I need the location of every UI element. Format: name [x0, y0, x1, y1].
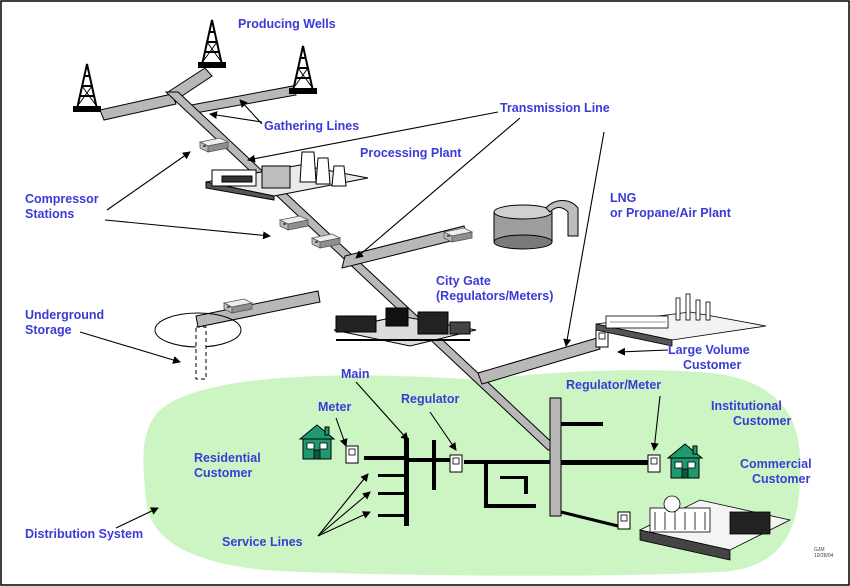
compressor-station-icon [279, 215, 309, 231]
lng-tank-icon [493, 200, 579, 250]
label-processing-plant: Processing Plant [360, 146, 462, 160]
label-residential-customer: Residential Customer [194, 451, 261, 480]
meter-box [345, 445, 359, 464]
processing-plant-icon [205, 151, 369, 201]
label-regulator: Regulator [401, 392, 460, 406]
commercial-building-icon [638, 495, 792, 561]
regulator-box [449, 454, 463, 473]
author-signature: GJM 10/28/04 [814, 547, 834, 559]
distribution-network [364, 397, 651, 529]
label-service-lines: Service Lines [222, 535, 303, 549]
commercial-meter-box [617, 511, 631, 530]
label-gathering-lines: Gathering Lines [264, 119, 360, 133]
distribution-area [143, 370, 801, 576]
label-main: Main [341, 367, 370, 381]
compressor-station-icon [199, 137, 229, 153]
label-city-gate: City Gate (Regulators/Meters) [436, 274, 554, 303]
label-meter: Meter [318, 400, 352, 414]
label-commercial-customer: Commercial Customer [740, 457, 812, 486]
underground-storage-graphic [154, 312, 242, 380]
label-transmission-line: Transmission Line [500, 101, 610, 115]
label-large-volume-customer: Large Volume Customer [668, 343, 750, 372]
label-distribution-system: Distribution System [25, 527, 144, 541]
callout-arrows [79, 99, 669, 537]
label-underground-storage: Underground Storage [25, 308, 105, 337]
city-gate-icon [333, 307, 477, 347]
large-volume-plant-icon [595, 293, 767, 347]
label-institutional-customer: Institutional Customer [711, 399, 792, 428]
well-derrick-icon-left [72, 63, 102, 113]
label-compressor-stations: Compressor Stations [25, 192, 99, 221]
label-lng-plant: LNG or Propane/Air Plant [610, 191, 731, 220]
label-regulator-meter: Regulator/Meter [566, 378, 662, 392]
well-derrick-icon-center [197, 19, 227, 69]
regulator-meter-box [647, 454, 661, 473]
label-producing-wells: Producing Wells [238, 17, 336, 31]
well-derrick-icon-right [288, 45, 318, 95]
